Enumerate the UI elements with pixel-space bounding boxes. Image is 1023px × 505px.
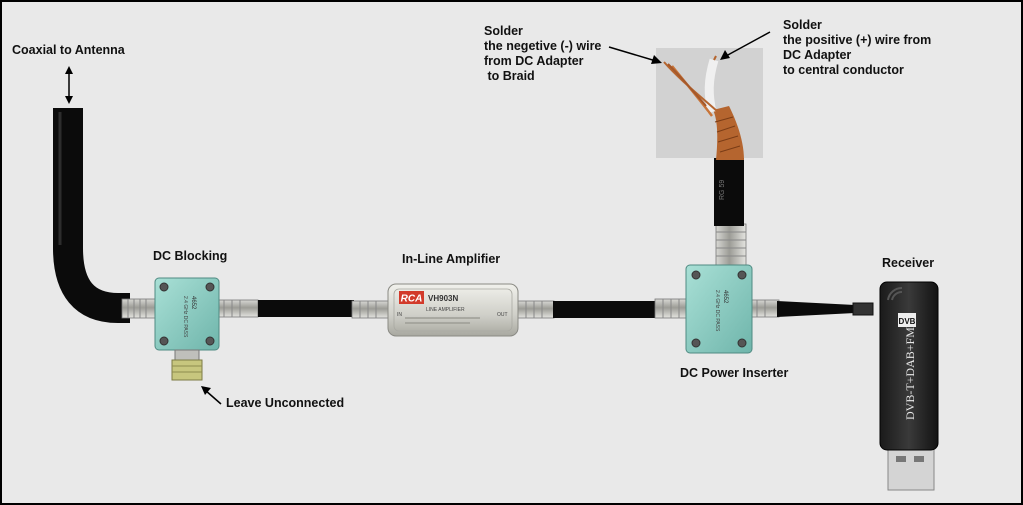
coax-cable-to-power <box>714 158 744 226</box>
coax-cable-segment <box>258 300 354 317</box>
inserter-sub-text: 2.4 GHz DC PASS <box>714 290 720 332</box>
arrow-to-braid <box>608 46 662 64</box>
arrow-to-unconnected-port <box>201 386 222 405</box>
inline-amplifier: RCA VH903N LINE AMPLIFIER IN OUT <box>351 283 555 337</box>
amp-in-text: IN <box>397 312 402 318</box>
amp-out-text: OUT <box>497 312 508 318</box>
solder-negative-line: from DC Adapter <box>484 54 584 68</box>
receiver-model-text: DVB-T+DAB+FM <box>903 327 917 420</box>
dc-power-inserter: 4652 2.4 GHz DC PASS <box>654 223 780 354</box>
antenna-coax-cable <box>53 108 130 323</box>
solder-positive-line: to central conductor <box>783 63 904 77</box>
coax-cable-to-receiver <box>777 301 855 317</box>
coax-to-antenna-label: Coaxial to Antenna <box>12 43 125 57</box>
amp-sub-text: LINE AMPLIFIER <box>426 307 465 313</box>
coax-braid-detail <box>663 55 744 160</box>
solder-negative-note: Solder the negetive (-) wire from DC Ada… <box>484 24 601 84</box>
inline-amplifier-label: In-Line Amplifier <box>402 252 501 266</box>
dc-blocking-label: DC Blocking <box>153 249 228 263</box>
solder-negative-line: to Braid <box>484 69 535 83</box>
mcx-plug <box>852 302 874 316</box>
amp-brand-text: RCA <box>401 294 423 305</box>
splitter-model-text: 4652 <box>190 296 196 310</box>
solder-positive-note: Solder the positive (+) wire from DC Ada… <box>783 18 931 78</box>
dc-power-inserter-label: DC Power Inserter <box>680 366 789 380</box>
receiver-label: Receiver <box>882 256 935 270</box>
receiver-logo-text: DVB <box>899 317 916 326</box>
solder-negative-line: Solder <box>484 24 523 38</box>
up-down-arrow <box>65 66 73 104</box>
coax-cable-segment <box>553 301 657 318</box>
leave-unconnected-label: Leave Unconnected <box>226 396 345 410</box>
cable-print-text: RG 59 <box>719 180 726 200</box>
solder-positive-line: DC Adapter <box>783 48 852 62</box>
arrow-to-center-conductor <box>720 31 771 60</box>
amp-model-text: VH903N <box>428 294 458 303</box>
receiver-usb-stick: DVB DVB-T+DAB+FM <box>879 281 939 491</box>
inserter-model-text: 4652 <box>722 290 728 304</box>
solder-positive-line: the positive (+) wire from <box>783 33 932 47</box>
splitter-sub-text: 2.4 GHz DC PASS <box>182 296 188 338</box>
solder-positive-line: Solder <box>783 18 822 32</box>
solder-negative-line: the negetive (-) wire <box>484 39 602 53</box>
dc-blocking-splitter: 4652 2.4 GHz DC PASS <box>121 277 259 381</box>
